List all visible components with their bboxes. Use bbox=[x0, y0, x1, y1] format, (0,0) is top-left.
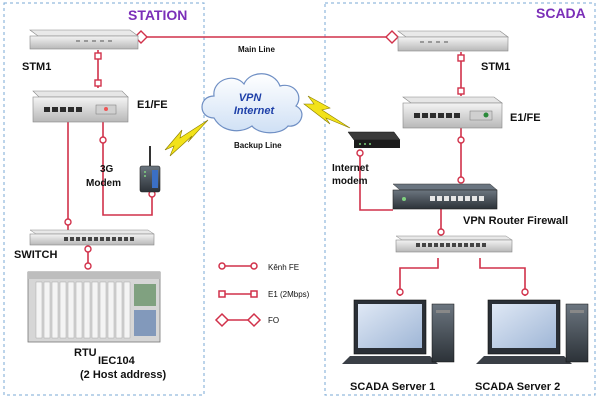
scada-switch-icon bbox=[395, 235, 513, 253]
e1fe-left-device bbox=[32, 90, 129, 123]
vpn-cloud: VPN Internet bbox=[201, 73, 303, 134]
station-switch-icon bbox=[29, 229, 155, 246]
vpn-label-line1: VPN bbox=[239, 92, 263, 104]
vpn-router-icon bbox=[392, 183, 498, 210]
modem-3g-icon bbox=[139, 146, 161, 193]
backup-line-label: Backup Line bbox=[234, 141, 282, 150]
rtu-rack-icon bbox=[27, 271, 161, 343]
links bbox=[67, 36, 526, 296]
link-markers bbox=[64, 30, 529, 296]
legend-fe-label: Kênh FE bbox=[268, 263, 299, 272]
stm1-right-device bbox=[397, 30, 509, 52]
scada-server1-icon bbox=[342, 299, 455, 364]
internet-modem-label-line2: modem bbox=[332, 176, 368, 187]
e1fe-right-device bbox=[402, 96, 503, 129]
stm1-left-label: STM1 bbox=[22, 61, 51, 73]
scada-server2-label: SCADA Server 2 bbox=[475, 381, 560, 393]
stm1-left-device bbox=[29, 29, 139, 50]
rtu-label: RTU bbox=[74, 347, 97, 359]
e1fe-right-label: E1/FE bbox=[510, 112, 541, 124]
iec-label-line2: (2 Host address) bbox=[80, 369, 167, 381]
station-switch-label: SWITCH bbox=[14, 249, 57, 261]
legend-e1-label: E1 (2Mbps) bbox=[268, 290, 310, 299]
lightning-right-icon bbox=[303, 95, 351, 129]
e1fe-left-label: E1/FE bbox=[137, 99, 168, 111]
lightning-left-icon bbox=[164, 119, 209, 157]
internet-modem-icon bbox=[347, 131, 401, 148]
internet-modem-label-line1: Internet bbox=[332, 163, 369, 174]
iec-label-line1: IEC104 bbox=[98, 355, 136, 367]
modem-3g-label-line1: 3G bbox=[100, 164, 114, 175]
main-line-label: Main Line bbox=[238, 45, 275, 54]
legend: Kênh FE E1 (2Mbps) FO bbox=[214, 262, 310, 328]
station-title: STATION bbox=[128, 7, 187, 23]
scada-server1-label: SCADA Server 1 bbox=[350, 381, 435, 393]
vpn-router-label: VPN Router Firewall bbox=[463, 215, 568, 227]
scada-title: SCADA bbox=[536, 5, 586, 21]
stm1-right-label: STM1 bbox=[481, 61, 510, 73]
legend-fo-label: FO bbox=[268, 316, 279, 325]
modem-3g-label-line2: Modem bbox=[86, 178, 121, 189]
station-border bbox=[3, 2, 205, 396]
vpn-label-line2: Internet bbox=[234, 105, 276, 117]
scada-server2-icon bbox=[476, 299, 589, 364]
scada-border bbox=[324, 2, 596, 396]
